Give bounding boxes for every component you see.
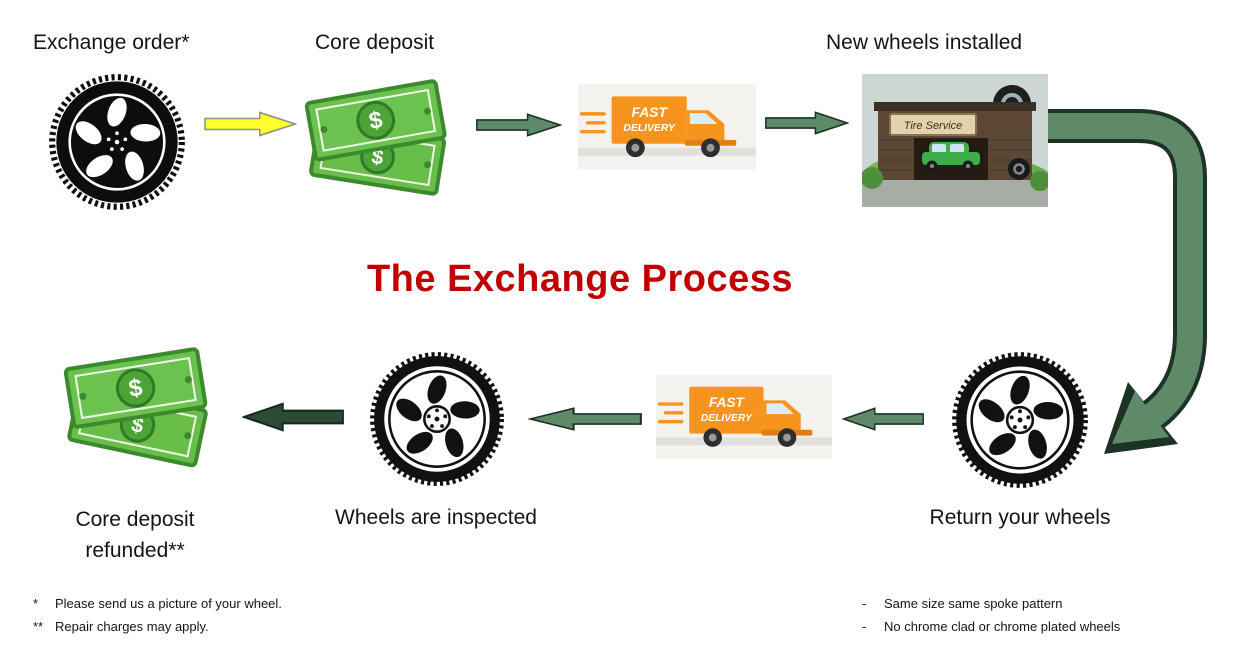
truck-text-delivery: DELIVERY [623,123,676,134]
footnote-right-2: - No chrome clad or chrome plated wheels [862,619,1232,634]
dollar-symbol: $ [127,374,145,403]
curved-down-arrow-icon [1048,96,1238,464]
return-your-wheels-label: Return your wheels [929,506,1111,529]
footnote-text: No chrome clad or chrome plated wheels [884,619,1121,634]
dollar-bills-icon: $ $ [52,345,234,471]
exchange-order-label: Exchange order* [33,31,190,54]
black-alloy-wheel-icon [45,70,189,214]
footnote-text: Please send us a picture of your wheel. [55,596,282,611]
truck-text-delivery: DELIVERY [701,413,753,424]
footnote-marker: ** [33,619,44,634]
arrow-left-green-icon [842,407,924,431]
page-title: The Exchange Process [366,258,794,300]
footnote-text: Repair charges may apply. [55,619,209,634]
core-deposit-label: Core deposit [315,31,435,54]
delivery-truck-image: FAST DELIVERY [578,84,756,170]
delivery-truck-image: FAST DELIVERY [656,374,832,460]
core-deposit-refunded-line2: refunded** [85,539,185,562]
footnote-marker: - [862,596,867,611]
tire-shop-image: Tire Service [862,74,1048,207]
core-deposit-refunded-label: Core deposit refunded** [32,504,238,566]
wheels-inspected-label: Wheels are inspected [335,506,537,529]
footnote-right-1: - Same size same spoke pattern [862,596,1232,611]
truck-text-fast: FAST [709,395,746,410]
footnote-left-1: * Please send us a picture of your wheel… [33,596,393,611]
arrow-left-dark-green-icon [242,402,344,432]
tire-shop-sign: Tire Service [904,120,963,132]
new-wheels-installed-label: New wheels installed [826,31,1023,54]
footnote-left-2: ** Repair charges may apply. [33,619,393,634]
footnote-marker: - [862,619,867,634]
dollar-symbol: $ [367,106,385,135]
arrow-right-green-icon [476,113,562,137]
arrow-right-yellow-icon [204,111,297,137]
footnote-text: Same size same spoke pattern [884,596,1063,611]
dollar-bills-icon: $ $ [294,78,472,202]
white-alloy-wheel-icon [948,348,1092,492]
white-alloy-wheel-icon [366,348,508,490]
arrow-left-green-icon [528,407,642,431]
core-deposit-refunded-line1: Core deposit [75,508,195,531]
footnote-marker: * [33,596,39,611]
truck-text-fast: FAST [632,104,669,120]
arrow-right-green-icon [765,111,849,135]
